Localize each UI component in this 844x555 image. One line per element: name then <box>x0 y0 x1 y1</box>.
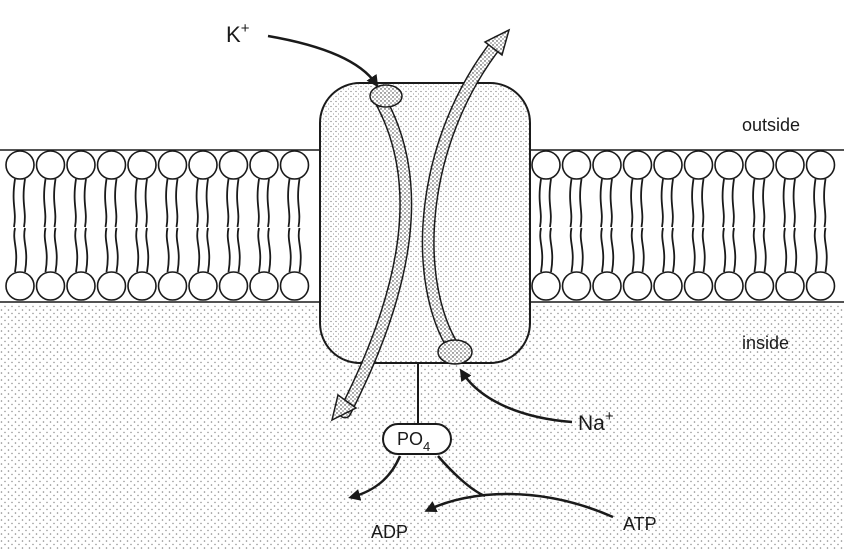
lipid-head <box>218 271 249 301</box>
potassium-label: K+ <box>226 20 250 47</box>
lipid-tail <box>813 178 827 228</box>
lipid-head <box>683 150 714 180</box>
lipid-tail <box>569 178 583 228</box>
lipid-head <box>127 271 157 301</box>
lipid-head <box>127 150 157 180</box>
lipid-head <box>561 150 592 180</box>
lipid-tail <box>287 227 302 273</box>
lipid-tail <box>599 178 613 228</box>
lipid-head <box>622 271 653 301</box>
lipid-tail <box>813 227 828 273</box>
lipid-tail <box>226 178 240 228</box>
lipid-tail <box>165 227 180 273</box>
adp-label: ADP <box>371 522 408 542</box>
lipid-head <box>157 271 188 301</box>
lipid-tail <box>43 178 57 228</box>
lipid-head <box>744 271 775 301</box>
inside-label: inside <box>742 333 789 353</box>
lipid-tail <box>196 227 211 273</box>
potassium-channel <box>330 84 413 422</box>
lipid-tail <box>74 227 89 273</box>
lipid-head <box>592 271 622 301</box>
lipid-head <box>622 150 653 180</box>
lipid-tail <box>782 178 796 228</box>
lipid-head <box>714 150 744 180</box>
lipid-head <box>561 271 592 301</box>
lipid-head <box>66 150 96 180</box>
phosphate-label: PO4 <box>397 429 430 454</box>
phosphate-release-arrow <box>437 455 486 498</box>
lipid-tail <box>691 227 706 273</box>
lipid-head <box>279 271 310 301</box>
lipid-tail <box>226 227 241 273</box>
lipid-head <box>5 271 35 301</box>
lipid-tail <box>104 178 118 228</box>
lipid-tail <box>104 227 119 273</box>
lipid-head <box>96 150 127 180</box>
lipid-tail <box>13 227 28 273</box>
lipid-head <box>531 150 561 180</box>
lipid-head <box>249 271 279 301</box>
sodium-channel <box>421 28 511 365</box>
lipid-tail <box>287 178 301 228</box>
lipid-head <box>218 150 249 180</box>
lipid-tail <box>165 178 179 228</box>
lipid-tail <box>195 178 209 228</box>
lipid-tail <box>256 178 270 228</box>
adp-release-arrow <box>348 455 402 501</box>
lipid-head <box>188 271 218 301</box>
lipid-head <box>775 150 805 180</box>
lipid-tail <box>630 178 644 228</box>
lipid-tail <box>661 227 676 273</box>
lipid-tail <box>257 227 272 273</box>
lipid-head <box>35 150 66 180</box>
lipid-head <box>249 150 279 180</box>
lipid-head <box>96 271 127 301</box>
lipid-tail <box>12 178 26 228</box>
potassium-arrow <box>267 34 379 88</box>
lipid-head <box>531 271 561 301</box>
lipid-tail <box>691 178 705 228</box>
lipid-head <box>188 150 218 180</box>
lipid-tail <box>783 227 798 273</box>
lipid-head <box>5 150 35 180</box>
lipid-tail <box>630 227 645 273</box>
lipid-head <box>653 271 683 301</box>
lipid-tail <box>752 178 766 228</box>
lipid-head <box>35 271 66 301</box>
lipid-head <box>157 150 188 180</box>
lipid-head <box>714 271 744 301</box>
sodium-arrow <box>459 368 573 424</box>
lipid-head <box>683 271 714 301</box>
atp-hydrolysis-arrow <box>424 492 614 519</box>
lipid-tail <box>539 227 554 273</box>
outside-label: outside <box>742 115 800 135</box>
lipid-head <box>592 150 622 180</box>
lipid-tail <box>538 178 552 228</box>
lipid-head <box>805 150 836 180</box>
lipid-head <box>279 150 310 180</box>
lipid-head <box>66 271 96 301</box>
lipid-head <box>805 271 836 301</box>
lipid-tail <box>135 227 150 273</box>
lipid-bilayer <box>0 149 844 303</box>
lipid-tail <box>569 227 584 273</box>
lipid-head <box>744 150 775 180</box>
sodium-label: Na+ <box>578 408 614 435</box>
lipid-tail <box>43 227 58 273</box>
phosphate-group <box>382 423 452 455</box>
lipid-tail <box>722 227 737 273</box>
lipid-tail <box>752 227 767 273</box>
lipid-tail <box>600 227 615 273</box>
lipid-tail <box>721 178 735 228</box>
lipid-head <box>775 271 805 301</box>
lipid-tail <box>134 178 148 228</box>
lipid-tail <box>73 178 87 228</box>
lipid-head <box>653 150 683 180</box>
lipid-tail <box>660 178 674 228</box>
atp-label: ATP <box>623 514 657 534</box>
